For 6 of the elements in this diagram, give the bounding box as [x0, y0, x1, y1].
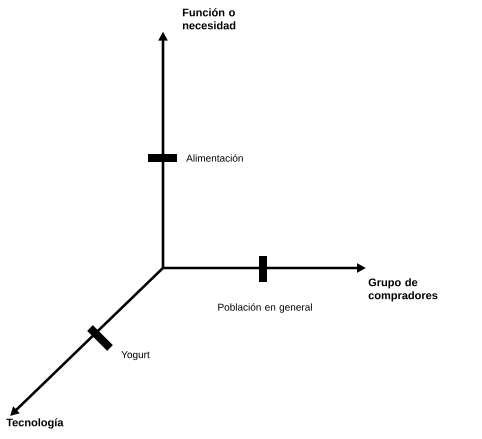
axis-title: Tecnología: [6, 418, 64, 429]
axis-value-label: Población en general: [218, 303, 312, 313]
axis-value-label: Alimentación: [186, 154, 243, 162]
axis-value-label: Yogurt: [121, 351, 150, 360]
axis-title: Grupo de compradores: [368, 278, 438, 302]
axis-title: Función o necesidad: [182, 8, 236, 30]
